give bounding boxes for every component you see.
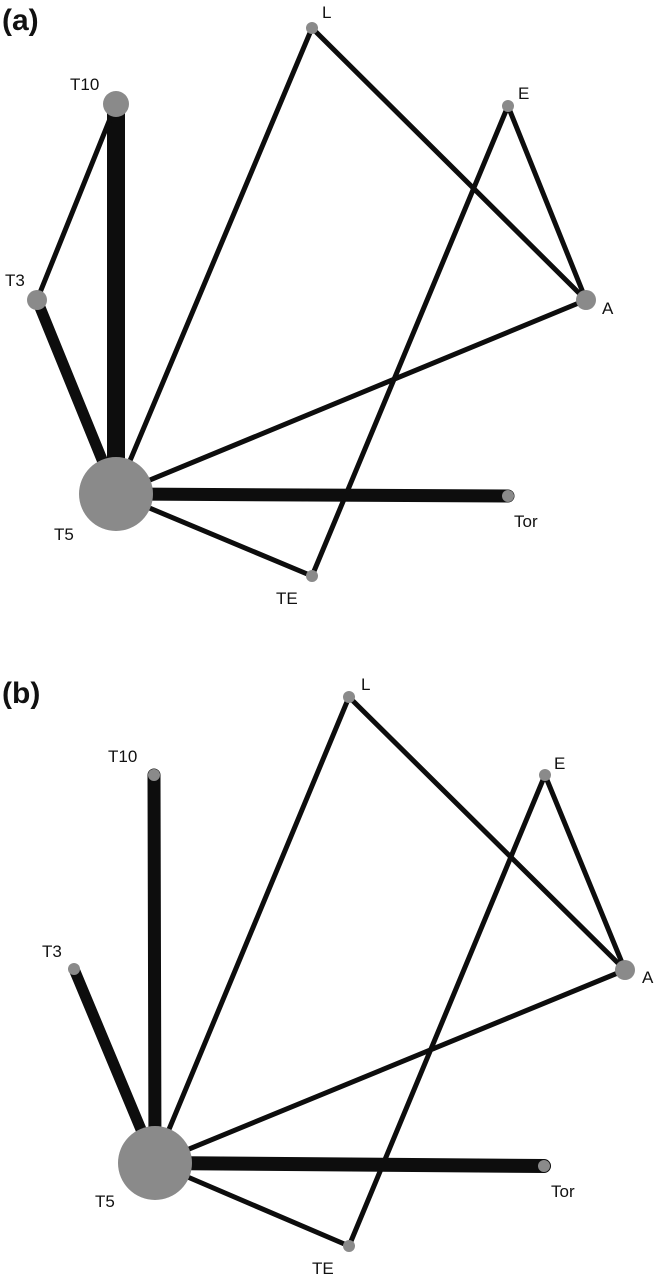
node-T3	[27, 290, 47, 310]
node-label-Tor: Tor	[551, 1182, 575, 1201]
node-label-A: A	[642, 968, 654, 987]
node-label-E: E	[554, 754, 565, 773]
node-E	[539, 769, 551, 781]
node-E	[502, 100, 514, 112]
node-label-T3: T3	[42, 942, 62, 961]
node-TE	[306, 570, 318, 582]
panel-b-edges	[68, 694, 628, 1249]
edge-T5-L	[113, 25, 315, 497]
node-L	[343, 691, 355, 703]
node-label-T5: T5	[95, 1192, 115, 1211]
node-label-T3: T3	[5, 271, 25, 290]
node-label-Tor: Tor	[514, 512, 538, 531]
node-TE	[343, 1240, 355, 1252]
edge-T5-T10	[147, 768, 162, 1170]
panel-a-nodes	[27, 22, 596, 582]
node-T3	[68, 963, 80, 975]
edge-T5-Tor	[109, 487, 515, 503]
node-L	[306, 22, 318, 34]
node-Tor	[502, 490, 514, 502]
panel-b-label: (b)	[2, 677, 40, 710]
node-label-T10: T10	[70, 75, 99, 94]
edge-T5-L	[152, 694, 352, 1166]
node-A	[576, 290, 596, 310]
node-label-A: A	[602, 299, 614, 318]
node-label-T10: T10	[108, 747, 137, 766]
edge-E-A	[542, 772, 628, 973]
edge-E-TE	[346, 772, 548, 1249]
node-Tor	[538, 1160, 550, 1172]
edge-T5-A	[152, 967, 628, 1166]
node-T5	[118, 1126, 192, 1200]
node-T10	[148, 769, 160, 781]
node-label-TE: TE	[312, 1259, 334, 1278]
edge-E-A	[505, 103, 589, 303]
node-T5	[79, 457, 153, 531]
edge-L-A	[346, 694, 628, 973]
panel-a-label: (a)	[2, 4, 39, 37]
node-T10	[103, 91, 129, 117]
edge-L-A	[309, 25, 589, 303]
panel-b-nodes	[68, 691, 635, 1252]
node-label-L: L	[322, 3, 331, 22]
edge-E-TE	[309, 103, 511, 579]
edge-T3-T10	[34, 101, 119, 303]
node-label-E: E	[518, 84, 529, 103]
node-A	[615, 960, 635, 980]
node-label-TE: TE	[276, 589, 298, 608]
node-label-L: L	[361, 675, 370, 694]
node-label-T5: T5	[54, 525, 74, 544]
edge-T5-Tor	[148, 1156, 551, 1173]
edge-T5-A	[113, 297, 589, 497]
